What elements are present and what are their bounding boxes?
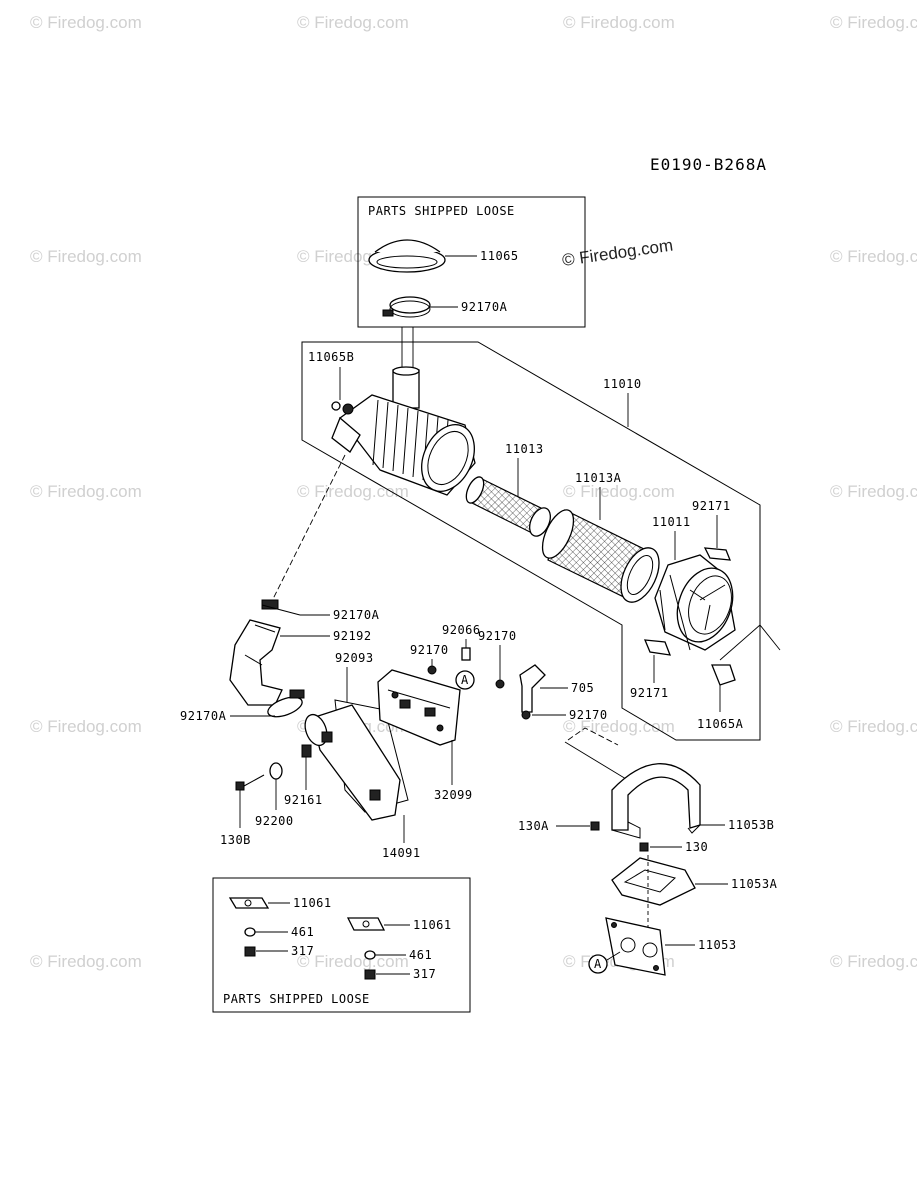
clamp-92170A-hose — [261, 599, 301, 616]
label-92170-b: 92170 — [478, 629, 517, 643]
label-11011: 11011 — [652, 515, 691, 529]
clamp-92170A-left — [267, 689, 305, 718]
loose-parts-box-bottom-label: PARTS SHIPPED LOOSE — [223, 992, 370, 1006]
label-11061-b: 11061 — [413, 918, 452, 932]
watermark: © Firedog.com — [30, 13, 142, 32]
gasket-11053 — [605, 917, 666, 976]
watermark-dark: © Firedog.com — [561, 236, 674, 270]
label-92200: 92200 — [255, 814, 294, 828]
watermark: © Firedog.com — [830, 482, 917, 501]
label-11065A: 11065A — [697, 717, 744, 731]
label-11013: 11013 — [505, 442, 544, 456]
clamp-92170A-top — [382, 296, 431, 318]
pipe-705 — [519, 664, 546, 713]
loose-parts-box-bottom — [212, 877, 471, 1013]
nut-92170-b — [495, 679, 505, 689]
clip-92171-bottom — [643, 639, 672, 656]
bolt-130 — [639, 842, 649, 852]
gasket-11061-a — [228, 897, 270, 909]
washer-461-a — [244, 927, 256, 937]
watermark: © Firedog.com — [830, 717, 917, 736]
label-130A: 130A — [518, 819, 549, 833]
washer-461-b — [364, 950, 376, 960]
label-11010: 11010 — [603, 377, 642, 391]
loose-parts-box-top — [357, 196, 586, 328]
bracket-11053A — [611, 857, 696, 906]
watermark: © Firedog.com — [30, 482, 142, 501]
watermark: © Firedog.com — [297, 482, 409, 501]
stud-92066 — [461, 647, 471, 661]
label-11065: 11065 — [480, 249, 519, 263]
diagram-code: E0190-B268A — [650, 155, 767, 174]
valve-11065A — [711, 664, 736, 686]
label-11053B: 11053B — [728, 818, 774, 832]
watermark: © Firedog.com — [830, 13, 917, 32]
label-92171-bottom: 92171 — [630, 686, 669, 700]
label-11065B: 11065B — [308, 350, 354, 364]
watermark: © Firedog.com — [830, 247, 917, 266]
label-92170-a: 92170 — [410, 643, 449, 657]
label-92170A-left: 92170A — [180, 709, 227, 723]
muffler-cover-32099 — [377, 669, 461, 746]
loose-parts-box-top-label: PARTS SHIPPED LOOSE — [368, 204, 515, 218]
watermark: © Firedog.com — [830, 952, 917, 971]
label-461-a: 461 — [291, 925, 314, 939]
label-317-b: 317 — [413, 967, 436, 981]
watermark: © Firedog.com — [30, 717, 142, 736]
label-92192: 92192 — [333, 629, 372, 643]
washer-92200 — [269, 762, 283, 780]
cap-11065 — [368, 239, 446, 273]
label-11053: 11053 — [698, 938, 737, 952]
label-130: 130 — [685, 840, 708, 854]
ref-marker-a-bottom — [588, 954, 608, 974]
label-92093: 92093 — [335, 651, 374, 665]
bolt-11065B — [331, 401, 354, 415]
spacer-92161 — [301, 744, 312, 758]
label-92066: 92066 — [442, 623, 481, 637]
nut-317-b — [364, 969, 376, 980]
assembly-outline-11010 — [301, 341, 761, 741]
label-11013A: 11013A — [575, 471, 622, 485]
clip-92171-top — [703, 547, 732, 561]
hose-92192 — [229, 619, 283, 706]
filter-11013 — [465, 476, 551, 537]
ref-marker-a-top-label: A — [461, 673, 469, 687]
bolt-130B — [235, 774, 265, 791]
label-11053A: 11053A — [731, 877, 778, 891]
label-14091: 14091 — [382, 846, 421, 860]
label-130B: 130B — [220, 833, 251, 847]
label-92171-top: 92171 — [692, 499, 731, 513]
ref-marker-a-bottom-label: A — [594, 957, 602, 971]
watermark: © Firedog.com — [563, 482, 675, 501]
ref-marker-a-top — [455, 670, 475, 690]
gasket-11061-b — [346, 917, 386, 931]
nut-92170-a — [427, 665, 437, 675]
filter-11013A — [541, 509, 660, 603]
nut-92170-c — [521, 710, 531, 720]
air-cleaner-body — [331, 366, 476, 496]
label-317-a: 317 — [291, 944, 314, 958]
watermark: © Firedog.com — [30, 952, 142, 971]
label-92170A-hose: 92170A — [333, 608, 380, 622]
label-32099: 32099 — [434, 788, 473, 802]
bolt-130A — [590, 821, 600, 831]
muffler-14091 — [304, 704, 401, 821]
label-92161: 92161 — [284, 793, 323, 807]
heat-shield-11053B — [611, 763, 701, 839]
label-92170-c: 92170 — [569, 708, 608, 722]
label-92170A-top: 92170A — [461, 300, 508, 314]
watermark: © Firedog.com — [297, 13, 409, 32]
cover-11011 — [654, 554, 736, 651]
label-461-b: 461 — [409, 948, 432, 962]
watermark: © Firedog.com — [297, 952, 409, 971]
nut-317-a — [244, 946, 256, 957]
label-705: 705 — [571, 681, 594, 695]
watermark: © Firedog.com — [563, 13, 675, 32]
watermark: © Firedog.com — [30, 247, 142, 266]
label-11061-a: 11061 — [293, 896, 332, 910]
